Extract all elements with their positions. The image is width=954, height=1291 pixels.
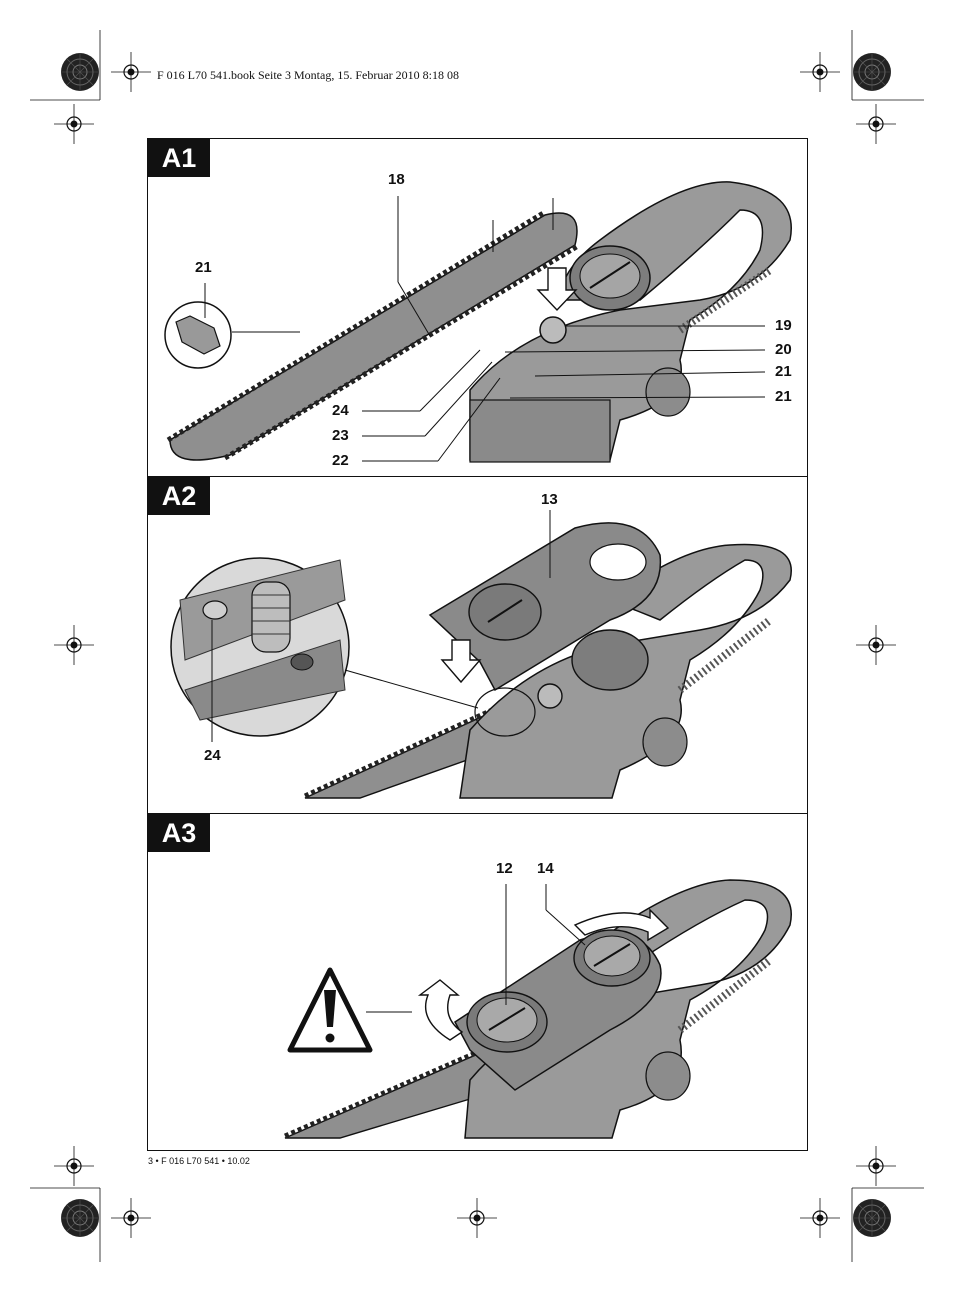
callout-13: 13 (541, 491, 558, 508)
callout-21-b: 21 (775, 388, 792, 405)
figure-frame (147, 138, 808, 1151)
callout-12: 12 (496, 860, 513, 877)
callout-21-inset: 21 (195, 259, 212, 276)
callout-22: 22 (332, 452, 349, 469)
rotate-arrow-icon (417, 979, 464, 1041)
header-file-info: F 016 L70 541.book Seite 3 Montag, 15. F… (157, 68, 459, 82)
callout-21-a: 21 (775, 363, 792, 380)
callout-20: 20 (775, 341, 792, 358)
panel-label-a3: A3 (148, 814, 210, 852)
callout-14: 14 (537, 860, 554, 877)
callout-19: 19 (775, 317, 792, 334)
panel-label-a2: A2 (148, 477, 210, 515)
callout-24: 24 (332, 402, 349, 419)
footer-page-ref: 3 • F 016 L70 541 • 10.02 (148, 1156, 250, 1166)
callout-24-a2: 24 (204, 747, 221, 764)
callout-23: 23 (332, 427, 349, 444)
callout-18: 18 (388, 171, 405, 188)
insert-arrow-icon (536, 267, 578, 312)
rotate-arrow-icon (573, 908, 670, 942)
warning-triangle-icon (287, 967, 373, 1053)
insert-arrow-icon (440, 639, 482, 684)
panel-divider (147, 813, 808, 814)
panel-divider (147, 476, 808, 477)
panel-label-a1: A1 (148, 139, 210, 177)
